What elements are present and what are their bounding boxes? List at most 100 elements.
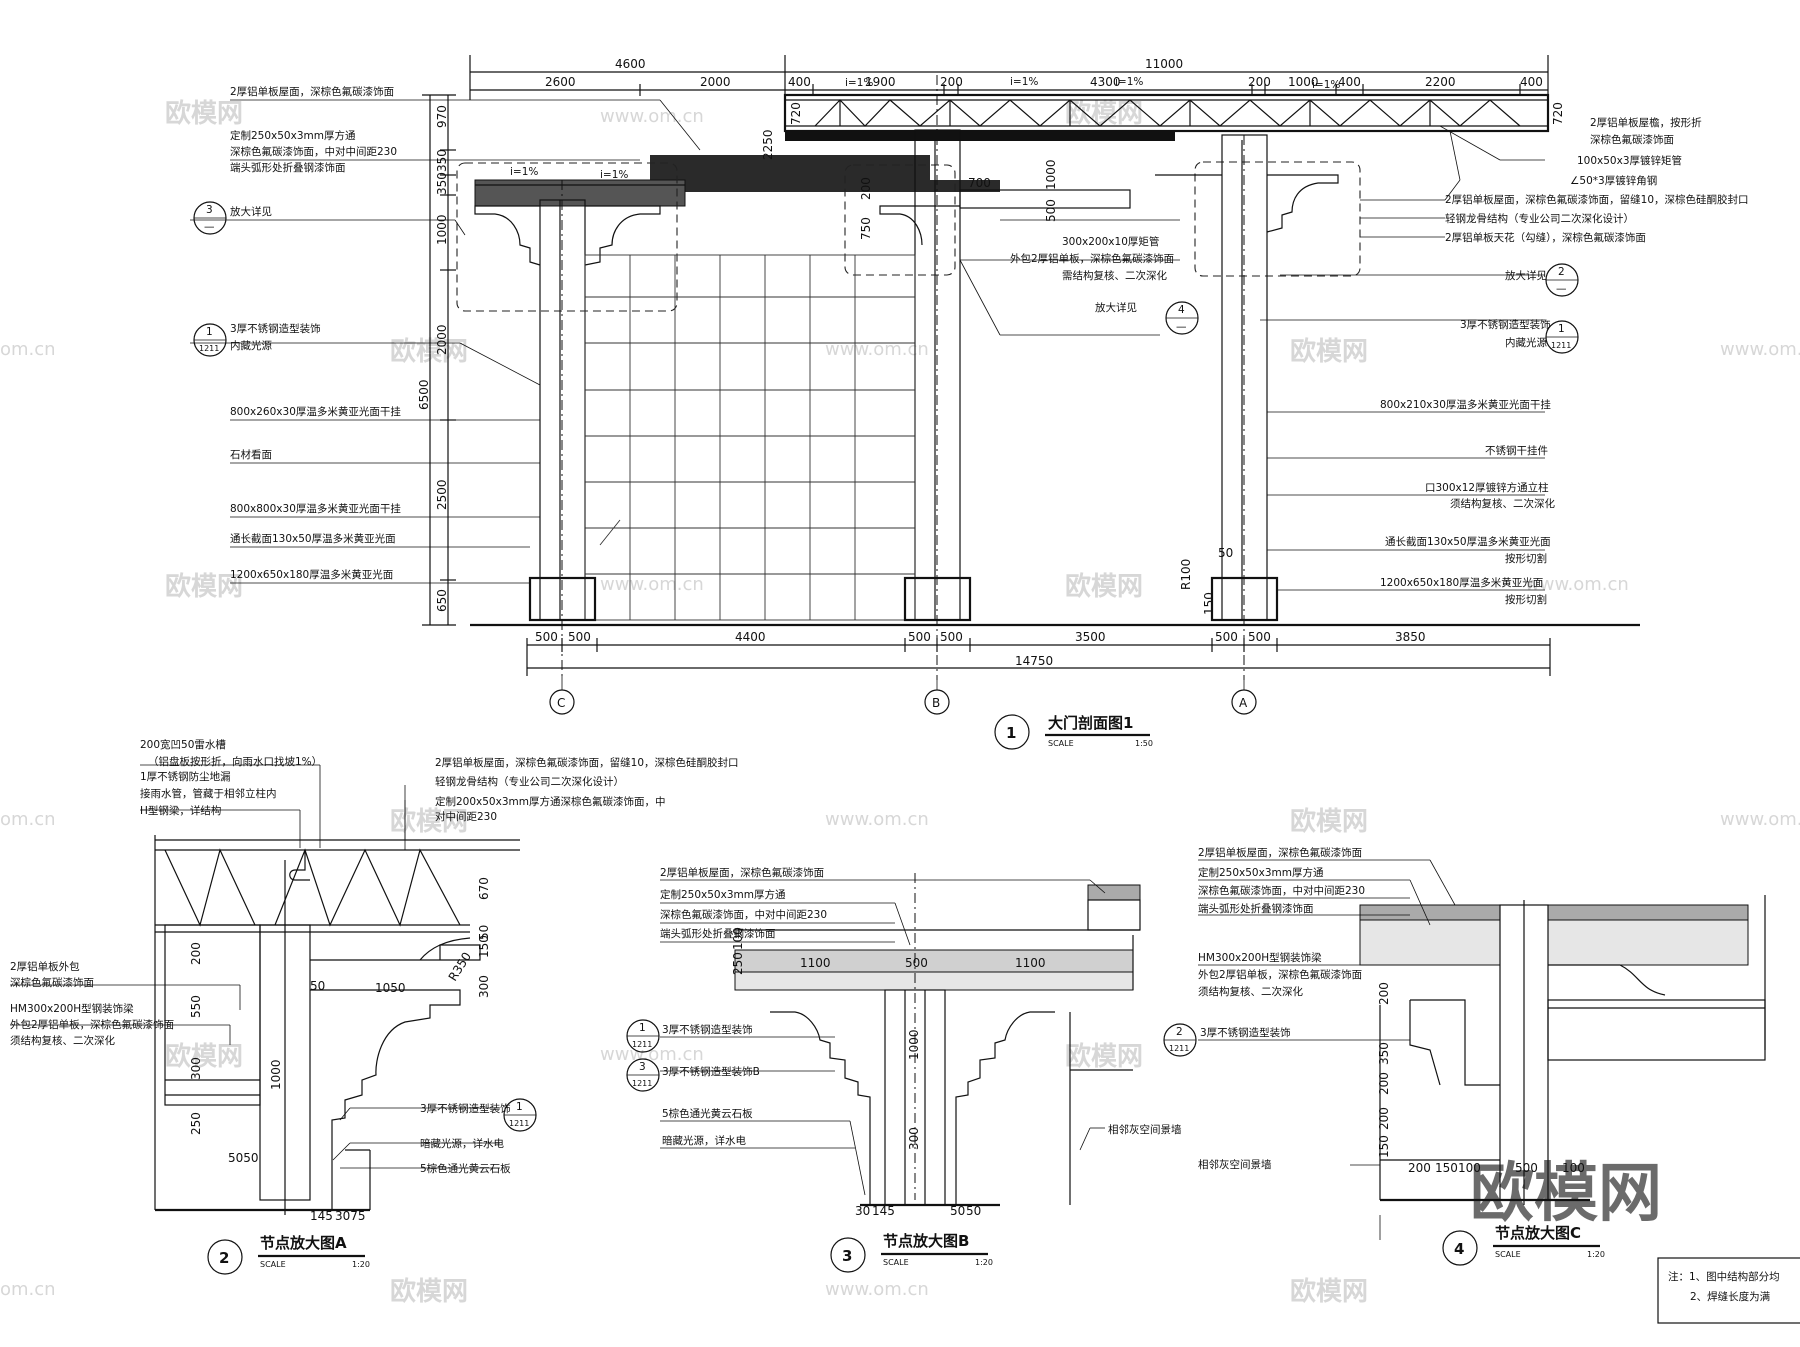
callout-2-1211-detail-c[interactable]: 2 1211 [1163,1023,1197,1057]
label-right-light: 内藏光源 [1505,336,1547,349]
dim-b-300: 300 [907,1127,921,1150]
h-beam-b [959,189,1131,209]
dim-a-150: 150 [477,935,491,958]
label-c-tube-finish: 深棕色氟碳漆饰面，中对中间距230 [1198,884,1365,897]
watermark-layer: 欧模网 www.om.cn 欧模网 欧模网 www.om.cn 欧模网 om.c… [0,98,1800,1307]
label-c-wrap: 外包2厚铝单板，深棕色氟碳漆饰面 [1198,968,1362,981]
label-a-hm-beam: HM300x200H型钢装饰梁 [10,1002,134,1015]
label-right-column: 口300x12厚镀锌方通立柱 [1425,481,1549,494]
stone-wall-grid [584,254,916,621]
dim-b-500f: 500 [1248,630,1271,644]
dim-2000: 2000 [700,75,731,89]
svg-text:C: C [557,696,565,710]
label-left-see-detail: 放大详见 [230,205,272,218]
callout-1-1211-detail-b[interactable]: 1 1211 [626,1019,660,1053]
dim-b-1100b: 1100 [1015,956,1046,970]
label-c-roof: 2厚铝单板屋面，深棕色氟碳漆饰面 [1198,846,1362,859]
callout-4-section1[interactable]: 4 — [1165,301,1199,335]
dim-c-500: 500 [1515,1161,1538,1175]
watermark-brand: 欧模网 [1065,571,1143,602]
dim-2500: 2500 [435,479,449,510]
watermark-url-short: om.cn [0,339,56,360]
detail-box-2 [1194,161,1361,277]
svg-text:A: A [1239,696,1248,710]
label-right-review: 须结构复核、二次深化 [1450,497,1555,510]
dim-1000-left: 1000 [435,214,449,245]
roof-truss-web [814,99,1521,127]
callout-3-section1[interactable]: 3 — [193,201,227,235]
detail-box-3 [456,162,678,312]
svg-text:节点放大图A: 节点放大图A [260,1234,347,1252]
label-left-stone-face: 石材看面 [230,448,272,461]
label-right-cut2: 按形切割 [1505,593,1547,606]
dim-ticks-top [469,55,1549,100]
dim-b-1100a: 1100 [800,956,831,970]
label-left-tube-end: 端头弧形处折叠钢漆饰面 [230,161,346,174]
dim-c-150: 150 [1377,1135,1391,1158]
callout-1-1211-right[interactable]: 1 1211 [1545,320,1579,354]
callout-3-1211-detail-b[interactable]: 3 1211 [626,1058,660,1092]
svg-text:3: 3 [842,1247,852,1265]
axis-marker-b: B [924,676,950,715]
label-right-eave: 2厚铝单板屋檐，按形折 [1590,116,1702,129]
svg-text:1: 1 [1006,724,1016,742]
label-c-tube: 定制250x50x3mm厚方通 [1198,866,1324,879]
roof-truss-verticals [839,100,1431,126]
label-b-tube-end: 端头弧形处折叠钢漆饰面 [660,927,776,940]
label-left-roof: 2厚铝单板屋面，深棕色氟碳漆饰面 [230,85,394,98]
svg-text:1:20: 1:20 [352,1260,370,1269]
dim-a-1000: 1000 [269,1059,283,1090]
dim-720-right: 720 [1551,102,1565,125]
callout-1-1211-detail-a[interactable]: 1 1211 [503,1098,537,1132]
bracket-b-left [879,205,960,246]
label-a-tube-spacing: 对中间距230 [435,810,497,823]
watermark-url-short: om.cn [0,809,56,830]
label-left-stone-260: 800x260x30厚温多米黄亚光面干挂 [230,405,401,418]
svg-text:SCALE: SCALE [1495,1250,1521,1259]
bracket-c-left [474,205,541,266]
section-1-drawing: 4600 11000 2600 2000 400 1900 200 4300 2… [190,55,1749,750]
svg-text:B: B [932,696,940,710]
label-b-tube: 定制250x50x3mm厚方通 [660,888,786,901]
watermark-brand: 欧模网 [1065,98,1143,129]
watermark-brand: 欧模网 [1290,1276,1368,1307]
dim-4300: 4300 [1090,75,1121,89]
dim-2000-left: 2000 [435,324,449,355]
bracket-a-right [1266,174,1339,233]
dim-400a: 400 [788,75,811,89]
axis-marker-c: C [549,676,575,715]
column-bases [528,576,1279,622]
label-a-review: 须结构复核、二次深化 [10,1034,115,1047]
svg-text:1: 1 [206,326,213,338]
label-right-ceiling: 2厚铝单板天花（勾缝），深棕色氟碳漆饰面 [1445,231,1646,244]
detail-b-drawing: 250 100 1100 500 1100 1000 300 30 145 50… [626,866,1182,1273]
svg-text:2: 2 [219,1249,229,1267]
svg-text:1211: 1211 [1169,1044,1189,1053]
dim-a-3075: 3075 [335,1209,366,1223]
dim-4600: 4600 [615,57,646,71]
callout-2-section1[interactable]: 2 — [1545,263,1579,297]
label-b-wall: 相邻灰空间景墙 [1108,1123,1182,1136]
dim-150: 150 [1202,592,1216,615]
detail-c-title-block: 4 节点放大图C SCALE 1:20 [1442,1224,1605,1266]
callout-1-1211-left[interactable]: 1 1211 [193,323,227,357]
label-a-tube: 定制200x50x3mm厚方通深棕色氟碳漆饰面，中 [435,795,665,808]
dim-970: 970 [435,105,449,128]
label-center-alu-wrap: 外包2厚铝单板，深棕色氟碳漆饰面 [1010,252,1174,265]
watermark-url: www.om.cn [1720,339,1800,360]
watermark-brand: 欧模网 [165,1041,243,1072]
label-a-finish: 深棕色氟碳漆饰面 [10,976,94,989]
svg-text:1:50: 1:50 [1135,739,1153,748]
bracket-c-right [584,205,661,266]
dim-c-150b: 150 [1435,1161,1458,1175]
dim-b-50b: 50 [966,1204,981,1218]
label-left-tube-finish: 深棕色氟碳漆饰面，中对中间距230 [230,145,397,158]
roof-truss-edge-beam [785,131,1175,141]
watermark-brand: 欧模网 [390,806,468,837]
label-c-hm-beam: HM300x200H型钢装饰梁 [1198,951,1322,964]
dim-b-500e: 500 [1215,630,1238,644]
dim-b-500: 500 [905,956,928,970]
svg-text:4: 4 [1178,304,1185,316]
label-a-alu-wrap: 2厚铝单板外包 [10,960,80,973]
